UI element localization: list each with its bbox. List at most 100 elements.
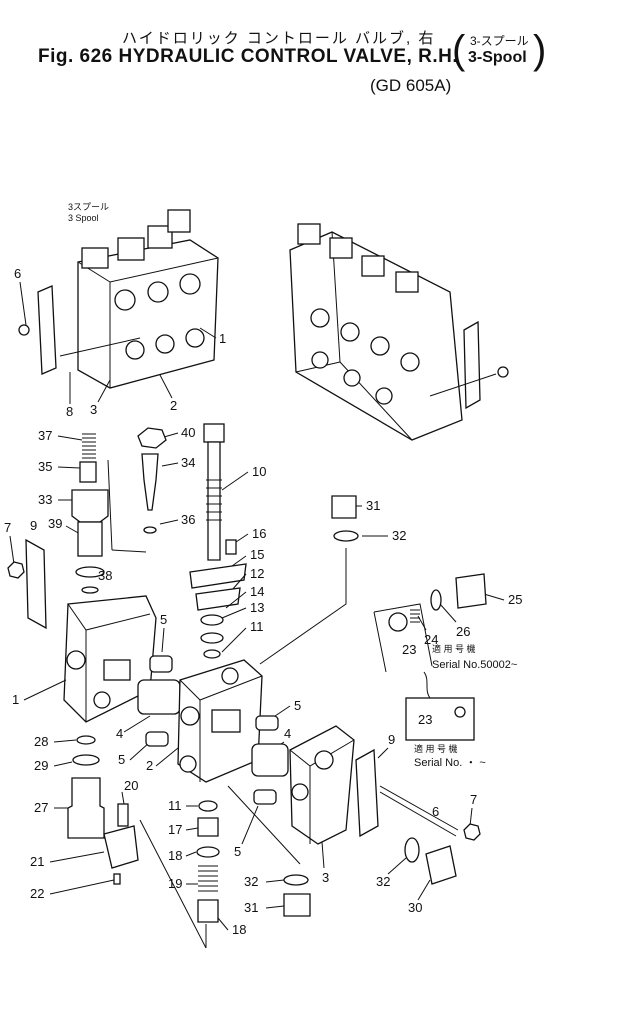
bracket-left <box>37 285 57 375</box>
part-number-4b: 4 <box>284 726 291 741</box>
end-section-3-port-b <box>291 783 309 801</box>
oring-5a <box>149 655 173 673</box>
part-number-3a: 3 <box>90 402 97 417</box>
port-r4 <box>400 352 420 372</box>
seat-18a <box>196 846 220 858</box>
part-number-5b: 5 <box>118 752 125 767</box>
paren-open: ( <box>452 28 466 72</box>
guide-37 <box>107 459 113 551</box>
spring-24 <box>410 609 420 623</box>
port-1 <box>114 289 136 311</box>
spool-japanese: 3-スプール <box>470 34 529 48</box>
oring-38a <box>75 566 105 578</box>
gasket-4b <box>251 743 289 777</box>
valve-39 <box>77 521 103 557</box>
part-number-25: 25 <box>508 592 522 607</box>
assembled-valve-left: 3スプール 3 Spool 6 8 3 2 1 <box>14 202 226 419</box>
part-number-20: 20 <box>124 778 138 793</box>
guide-18 <box>139 819 207 949</box>
part-number-6a: 6 <box>14 266 21 281</box>
figure-title: Fig. 626 HYDRAULIC CONTROL VALVE, R.H. <box>38 46 459 67</box>
cover-21 <box>103 825 139 869</box>
part-number-26: 26 <box>456 624 470 639</box>
part-number-31b: 31 <box>244 900 258 915</box>
oring-32b <box>404 837 420 863</box>
exploded-center-column: 40 34 36 10 16 15 12 14 13 <box>116 423 266 949</box>
part-number-5a: 5 <box>160 612 167 627</box>
tie-rod-right <box>429 373 497 397</box>
part-number-7a: 7 <box>4 520 11 535</box>
part-number-5c: 5 <box>294 698 301 713</box>
port-r6 <box>343 369 361 387</box>
wiper-11b <box>198 800 218 812</box>
plug-30 <box>425 845 457 885</box>
model-code: (GD 605A) <box>370 76 452 95</box>
port-5 <box>155 334 175 354</box>
port-3 <box>179 273 201 295</box>
part-number-12: 12 <box>250 566 264 581</box>
seal-13b <box>200 632 224 644</box>
serial-bottom-jp: 適 用 号 機 <box>414 743 458 754</box>
spool-10-clevis <box>203 423 225 443</box>
end-section-3-port <box>314 750 334 770</box>
port-r7 <box>375 387 393 405</box>
port-r5 <box>311 351 329 369</box>
serial-top: Serial No.50002~ <box>432 659 517 671</box>
oring-36 <box>143 526 157 534</box>
part-number-13: 13 <box>250 600 264 615</box>
part-number-29: 29 <box>34 758 48 773</box>
part-number-27: 27 <box>34 800 48 815</box>
end-section-1-edges <box>67 603 151 722</box>
valve-body-edges <box>77 257 219 388</box>
port-r2 <box>340 322 360 342</box>
end-section-1-port <box>66 650 86 670</box>
spool-10-lands <box>206 479 222 521</box>
exploded-right-column: 31 32 25 26 24 23 適 用 号 機 Serial No.5000… <box>227 495 522 917</box>
assembled-valve-right <box>289 223 509 441</box>
cap-4 <box>167 209 191 233</box>
retainer-17 <box>197 817 219 837</box>
part-number-37: 37 <box>38 428 52 443</box>
plate-15 <box>189 563 247 589</box>
part-number-10: 10 <box>252 464 266 479</box>
part-number-11a: 11 <box>250 619 264 634</box>
part-number-15: 15 <box>250 547 264 562</box>
oring-26 <box>430 589 442 611</box>
part-number-3b: 3 <box>322 870 329 885</box>
serial-top-jp: 適 用 号 機 <box>432 643 476 654</box>
bracket-9b <box>355 748 379 838</box>
part-number-23b: 23 <box>418 712 432 727</box>
assembly-label-jp: 3スプール <box>68 202 109 212</box>
part-number-9b: 9 <box>388 732 395 747</box>
spool-10 <box>207 441 221 561</box>
oring-5b <box>145 731 169 747</box>
center-section-2-port <box>180 706 200 726</box>
port-4 <box>125 340 145 360</box>
spring-37 <box>82 433 96 459</box>
cap-1 <box>81 247 109 269</box>
nut-40 <box>137 427 167 449</box>
assembly-label-en: 3 Spool <box>68 213 99 223</box>
nut-7a <box>7 561 25 579</box>
part-number-6b: 6 <box>432 804 439 819</box>
part-number-2a: 2 <box>170 398 177 413</box>
oring-5d <box>253 789 277 805</box>
cap-r1 <box>297 223 321 245</box>
guide-31 <box>259 548 347 665</box>
part-number-32b: 32 <box>376 874 390 889</box>
center-section-2-port-b <box>179 755 197 773</box>
part-number-1a: 1 <box>219 331 226 346</box>
part-number-33: 33 <box>38 492 52 507</box>
serial-box <box>405 697 475 741</box>
part-number-32a: 32 <box>392 528 406 543</box>
part-number-21: 21 <box>30 854 44 869</box>
serial-bracket-top <box>373 603 433 673</box>
part-number-39: 39 <box>48 516 62 531</box>
nut-33 <box>71 489 109 523</box>
cap-r2 <box>329 237 353 259</box>
end-section-3-edges <box>289 739 355 844</box>
gasket-4a <box>137 679 181 715</box>
bracket-9a <box>25 538 47 630</box>
part-number-9a: 9 <box>30 518 37 533</box>
